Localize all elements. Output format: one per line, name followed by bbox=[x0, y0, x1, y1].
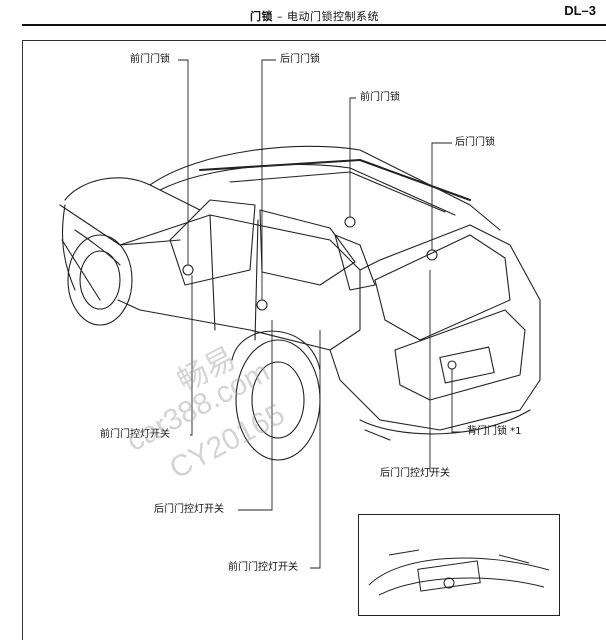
header-title-main: 门锁 bbox=[250, 10, 273, 23]
label-front-door-lock-left: 前门门锁 bbox=[130, 54, 170, 65]
label-rear-courtesy-switch-bottom: 后门门控灯开关 bbox=[154, 504, 224, 515]
header-title-separator: – bbox=[277, 10, 283, 23]
header-title: 门锁 – 电动门锁控制系统 bbox=[250, 8, 379, 24]
label-front-courtesy-switch: 前门门控灯开关 bbox=[100, 429, 170, 440]
detail-inset bbox=[358, 514, 560, 616]
header-rule bbox=[22, 24, 606, 26]
vehicle-illustration bbox=[59, 59, 541, 569]
label-rear-door-lock-top: 后门门锁 bbox=[280, 54, 320, 65]
label-rear-door-lock-right: 后门门锁 bbox=[455, 137, 495, 148]
diagram-frame bbox=[22, 40, 606, 640]
label-front-courtesy-switch-bottom: 前门门控灯开关 bbox=[228, 562, 298, 573]
label-back-door-lock: 背门门锁 *1 bbox=[467, 426, 522, 437]
label-rear-courtesy-switch-right: 后门门控灯开关 bbox=[380, 468, 450, 479]
header-title-sub: 电动门锁控制系统 bbox=[287, 10, 379, 23]
inset-illustration bbox=[368, 549, 550, 596]
page-header: 门锁 – 电动门锁控制系统 DL–3 bbox=[0, 0, 606, 26]
page-code: DL–3 bbox=[564, 3, 596, 18]
label-front-door-lock-right: 前门门锁 bbox=[360, 92, 400, 103]
